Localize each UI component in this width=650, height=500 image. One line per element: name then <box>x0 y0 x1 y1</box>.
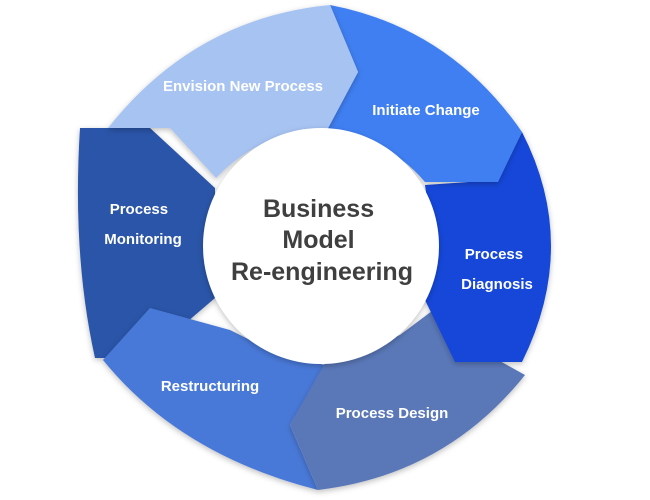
svg-text:Process Monitoring: Process Monitoring <box>104 201 181 248</box>
segment-process-diagnosis-label-1: Process <box>465 246 523 263</box>
segment-initiate-change-label: Initiate Change <box>372 102 480 119</box>
segment-process-design-label: Process Design <box>336 405 449 422</box>
segment-initiate-change: Initiate Change <box>327 5 522 182</box>
segment-envision-new-process: Envision New Process <box>108 5 358 178</box>
center-title-line-2: Model <box>282 226 354 254</box>
segment-process-monitoring-shape <box>77 128 215 358</box>
svg-text:Process Diagnosis: Process Diagnosis <box>461 246 533 293</box>
segment-restructuring-shape <box>103 308 325 490</box>
center-title-line-3: Re-engineering <box>231 258 413 286</box>
segment-restructuring: Restructuring <box>103 308 325 490</box>
segment-envision-new-process-shape <box>108 5 358 178</box>
segment-initiate-change-shape <box>327 5 522 182</box>
segment-restructuring-label: Restructuring <box>161 378 259 395</box>
center-hub: Business Model Re-engineering <box>203 128 439 364</box>
center-title-line-1: Business <box>263 195 374 223</box>
segment-process-diagnosis-label-2: Diagnosis <box>461 276 533 293</box>
svg-text:Business Model Re-: Business Model Re-engineering <box>231 195 413 286</box>
segment-process-diagnosis-shape <box>425 132 551 362</box>
segment-process-monitoring: Process Monitoring <box>77 128 215 358</box>
segment-envision-new-process-label: Envision New Process <box>163 78 323 95</box>
segment-process-monitoring-label-1: Process <box>110 201 168 218</box>
segment-process-monitoring-label-2: Monitoring <box>104 231 181 248</box>
center-circle <box>203 128 439 364</box>
segment-process-diagnosis: Process Diagnosis <box>425 132 551 362</box>
